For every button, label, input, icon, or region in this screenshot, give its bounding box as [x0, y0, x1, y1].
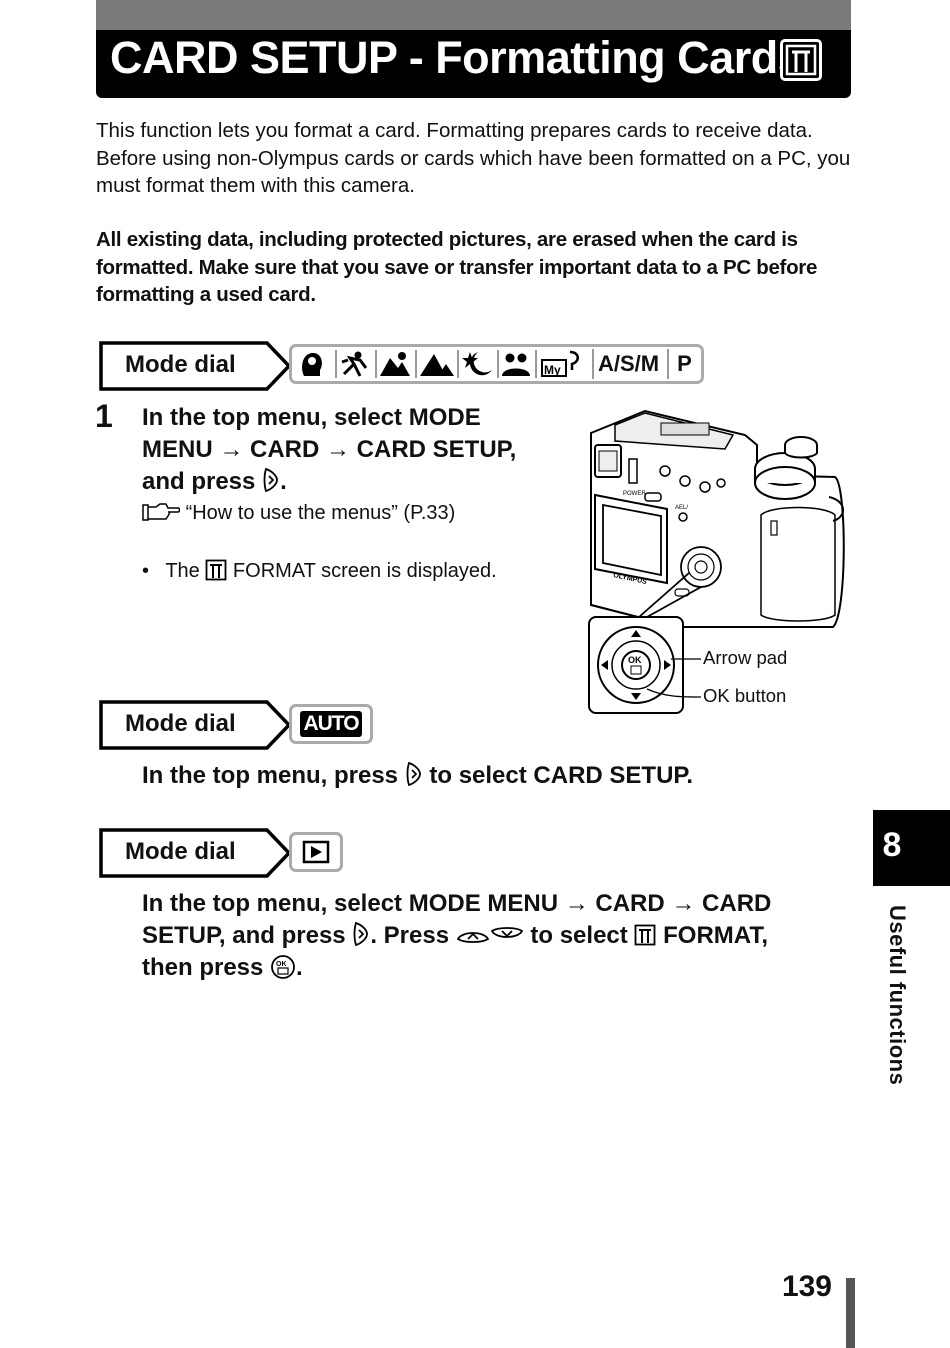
power-label: POWER: [623, 491, 646, 497]
scene-mode-icons: My: [302, 350, 579, 378]
reference-hand-icon: [142, 503, 181, 521]
mode-dial-label: Mode dial: [125, 838, 236, 865]
step1-line3: and press .: [142, 466, 287, 498]
step-number: 1: [95, 398, 113, 434]
camera-illustration: POWER AEL/ OLYMPUS OK: [588, 409, 845, 714]
card-icon: [780, 39, 822, 81]
chapter-tab: [873, 810, 950, 886]
step3-line2-b: . Press: [370, 922, 450, 949]
playback-mode-box: [289, 832, 343, 872]
arrow-pad-callout: Arrow pad: [703, 647, 788, 668]
reference-line: “How to use the menus” (P.33): [142, 500, 455, 526]
page-number: 139: [781, 1270, 832, 1303]
step3-line3-period: .: [296, 954, 303, 981]
page-title: CARD SETUP - Formatting Cards: [110, 32, 803, 83]
step3-line3-a: then press: [142, 954, 264, 981]
title-bar: [96, 30, 851, 98]
mode-icons-box: My A/S/M P: [289, 344, 704, 384]
card-icon-small: [205, 559, 227, 581]
ok-label: OK: [628, 655, 642, 665]
sports-mode-icon: [341, 351, 368, 377]
arrow-right-button-icon: [263, 467, 278, 493]
arrow-up-button-icon: [456, 932, 489, 943]
step3-line2-c: to select: [530, 922, 628, 949]
ok-button-icon: OK: [271, 955, 295, 979]
chapter-label: Useful functions: [885, 905, 910, 1086]
arrow-right-button-icon: [353, 921, 369, 947]
portrait-mode-icon: [302, 352, 322, 376]
svg-text:My: My: [544, 363, 561, 377]
mode-dial-label: Mode dial: [125, 710, 236, 737]
note-text-a: The: [165, 560, 200, 582]
landscape-mode-icon: [420, 354, 454, 376]
auto-mode-icon: AUTO: [300, 711, 362, 737]
note-text-b: FORMAT screen is displayed.: [232, 560, 497, 582]
p-mode-label: P: [677, 351, 692, 376]
arrow-down-button-icon: [490, 927, 523, 938]
bullet: •: [142, 560, 150, 582]
step3-line3: then press OK .: [142, 952, 303, 984]
step2-text: In the top menu, press to select CARD SE…: [142, 760, 693, 792]
title-top-band: [96, 0, 851, 30]
step3-line2-a: SETUP, and press: [142, 922, 346, 949]
mode-dial-badge-playback: Mode dial: [99, 828, 299, 878]
ok-button-callout: OK button: [703, 685, 787, 706]
ael-label: AEL/: [675, 505, 688, 511]
playback-icon: [302, 840, 330, 864]
step1-line2: MENU → CARD → CARD SETUP,: [142, 436, 517, 463]
svg-text:OK: OK: [276, 961, 287, 968]
self-portrait-mode-icon: [502, 353, 530, 376]
card-icon-small: [635, 924, 656, 946]
step1-line3-text: and press: [142, 468, 256, 495]
intro-paragraph: This function lets you format a card. Fo…: [96, 119, 851, 197]
format-screen-note: • The FORMAT screen is displayed.: [142, 558, 497, 584]
chapter-number: 8: [882, 826, 902, 864]
warning-paragraph: All existing data, including protected p…: [96, 228, 818, 306]
mode-dial-badge: Mode dial: [99, 341, 299, 391]
asm-mode-label: A/S/M: [598, 351, 660, 376]
step3-line1: In the top menu, select MODE MENU → CARD…: [142, 890, 772, 917]
mode-dial-badge-auto: Mode dial: [99, 700, 299, 750]
mode-dial-label: Mode dial: [125, 351, 236, 378]
landscape-portrait-mode-icon: [380, 352, 410, 376]
step2-text-b: to select CARD SETUP.: [429, 762, 693, 789]
auto-mode-box: AUTO: [289, 704, 373, 744]
step1-line3-period: .: [280, 468, 287, 495]
arrow-right-button-icon: [406, 761, 421, 787]
step3-line2: SETUP, and press . Press to select FORMA…: [142, 920, 768, 952]
reference-text: “How to use the menus” (P.33): [185, 502, 456, 524]
step1-line1: In the top menu, select MODE: [142, 404, 481, 431]
night-scene-mode-icon: [462, 352, 492, 376]
my-mode-icon: My: [541, 350, 579, 377]
step3-line2-d: FORMAT,: [663, 922, 768, 949]
page-number-bar: [846, 1278, 855, 1348]
step2-text-a: In the top menu, press: [142, 762, 399, 789]
